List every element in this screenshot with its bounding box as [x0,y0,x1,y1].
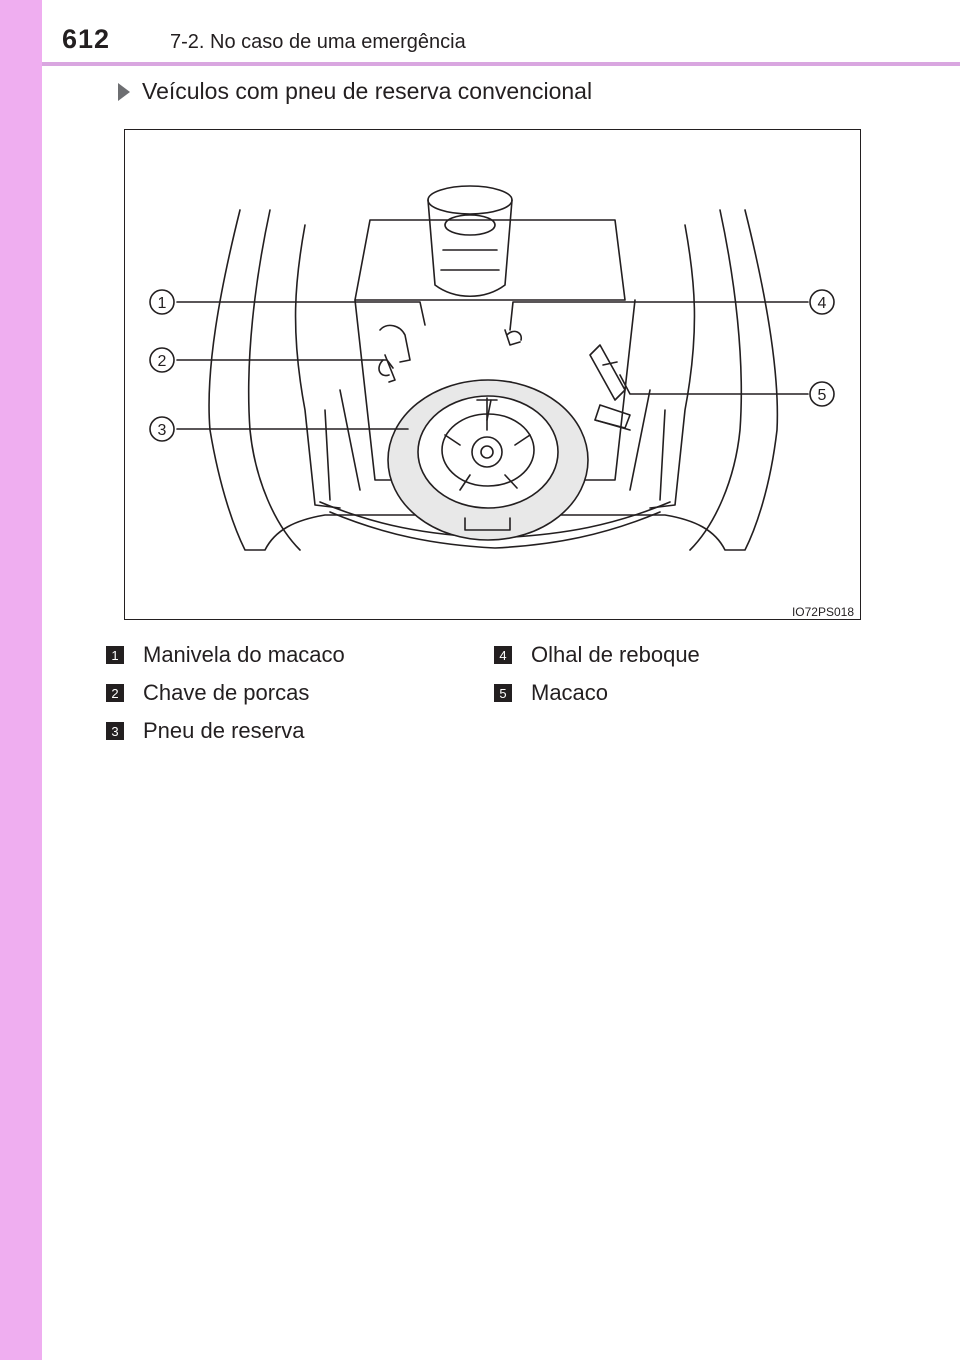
legend-label: Chave de porcas [143,680,310,705]
subheading: Veículos com pneu de reserva convenciona… [118,78,592,105]
left-pillar [247,209,301,551]
legend-label: Olhal de reboque [531,642,700,667]
canister-top [427,185,513,215]
callout-5-number: 5 [818,387,827,404]
left-trunk-wall [294,224,341,509]
legend-label: Manivela do macaco [143,642,345,667]
legend-number: 1 [106,646,124,664]
tow-eyelet [504,329,523,346]
bumper-lower [329,511,661,549]
callout-2-number: 2 [158,353,167,370]
storage-tray [354,219,626,301]
legend-label: Pneu de reserva [143,718,305,743]
legend-item-4: 4 Olhal de reboque [494,642,700,668]
canister-body [427,199,513,297]
side-tab-bar [0,0,42,1360]
jack-handle [379,324,411,363]
legend-number: 4 [494,646,512,664]
wheel-wrench [378,354,396,383]
legend-number: 3 [106,722,124,740]
page-number: 612 [62,24,111,54]
right-trunk-wall [649,224,696,509]
spare-tire-inner [417,395,559,509]
legend-item-5: 5 Macaco [494,680,608,706]
callout-1 [149,289,175,315]
callout-3 [149,416,175,442]
legend-label: Macaco [531,680,609,705]
triangle-bullet-icon [118,82,130,101]
legend-item-2: 2 Chave de porcas [106,680,309,706]
tire-tab [464,517,511,531]
canister-inner [444,214,496,236]
figure-code: IO72PS018 [791,605,854,619]
right-pillar [689,209,743,551]
legend-number: 2 [106,684,124,702]
section-title: 7-2. No caso de uma emergência [170,31,466,53]
callout-2 [149,347,175,373]
callout-4 [809,289,835,315]
callout-4-number: 4 [818,295,827,312]
subheading-text: Veículos com pneu de reserva convenciona… [142,78,593,104]
legend-item-1: 1 Manivela do macaco [106,642,345,668]
wheel-hub [471,436,503,468]
callout-3-number: 3 [158,422,167,439]
legend-item-3: 3 Pneu de reserva [106,718,304,744]
trunk-illustration: 1 2 3 4 5 IO72PS018 [124,129,861,620]
callout-5 [809,381,835,407]
callout-5-leader [619,374,809,395]
callout-1-number: 1 [158,295,167,312]
callout-4-leader [509,301,809,331]
legend-number: 5 [494,684,512,702]
hold-down-bolt [476,397,498,431]
callout-2-leader [176,359,394,369]
header-divider [42,62,960,66]
callout-1-leader [176,301,426,326]
